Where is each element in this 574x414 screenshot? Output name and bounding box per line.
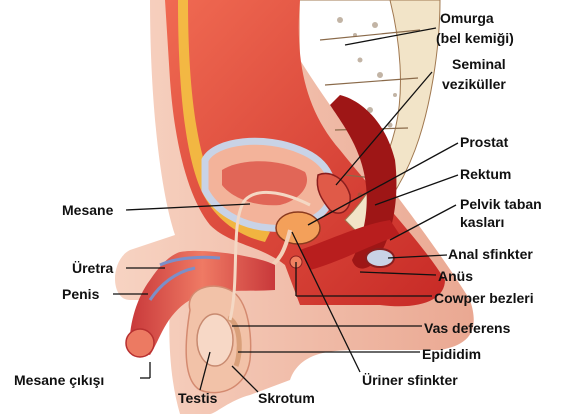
label-anus: Anüs xyxy=(438,268,473,284)
label-skrotum: Skrotum xyxy=(258,390,315,406)
label-testis: Testis xyxy=(178,390,217,406)
label-rektum: Rektum xyxy=(460,166,511,182)
glans xyxy=(126,329,154,357)
prostate xyxy=(276,212,320,244)
label-mesane: Mesane xyxy=(62,202,113,218)
label-vas-deferens: Vas deferens xyxy=(424,320,510,336)
label-prostat: Prostat xyxy=(460,134,508,150)
label-uretra: Üretra xyxy=(72,260,113,276)
label-mesane-cikisi: Mesane çıkışı xyxy=(14,372,104,388)
label-penis: Penis xyxy=(62,286,99,302)
label-seminal-sub: veziküller xyxy=(442,76,506,92)
label-anal-sfinkter: Anal sfinkter xyxy=(448,246,533,262)
label-pelvik-sub: kasları xyxy=(460,214,504,230)
testis xyxy=(197,314,233,366)
label-epididim: Epididim xyxy=(422,346,481,362)
label-cowper: Cowper bezleri xyxy=(434,290,534,306)
label-pelvik: Pelvik taban xyxy=(460,196,542,212)
label-omurga: Omurga xyxy=(440,10,494,26)
label-seminal: Seminal xyxy=(452,56,506,72)
label-uriner: Üriner sfinkter xyxy=(362,372,458,388)
label-omurga-sub: (bel kemiği) xyxy=(436,30,514,46)
